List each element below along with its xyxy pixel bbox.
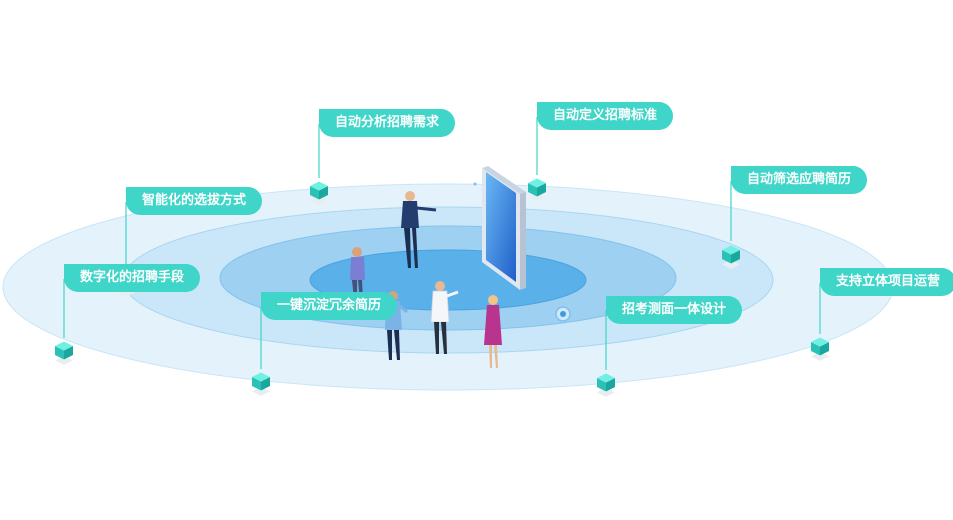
tag-test-interview-design: 招考测面一体设计: [606, 296, 743, 324]
person-woman-magenta: [484, 295, 502, 368]
cube-support-3d-icon: [811, 337, 829, 361]
person-man-white-shirt: [430, 281, 459, 354]
tag-digital-means: 数字化的招聘手段: [64, 264, 201, 292]
person-presenter: [401, 191, 437, 268]
tag-auto-define-standard: 自动定义招聘标准: [537, 102, 674, 130]
cube-auto-define-icon: [528, 178, 546, 202]
tag-smart-selection: 智能化的选拔方式: [126, 187, 263, 215]
target-icon: [555, 306, 571, 322]
tag-auto-analyze-demand: 自动分析招聘需求: [319, 109, 456, 137]
connector-lines: [63, 117, 821, 370]
cube-one-click-icon: [252, 372, 270, 396]
tag-3d-project-operation: 支持立体项目运营: [820, 268, 953, 296]
tag-auto-filter-resume: 自动筛选应聘简历: [731, 166, 868, 194]
cube-auto-analyze-icon: [310, 181, 328, 205]
cube-test-design-icon: [597, 373, 615, 397]
cube-auto-filter-icon: [722, 245, 740, 269]
tag-one-click-resume: 一键沉淀冗余简历: [261, 292, 398, 320]
smartphone-icon: [482, 166, 526, 290]
cube-digital-means-icon: [55, 341, 73, 365]
